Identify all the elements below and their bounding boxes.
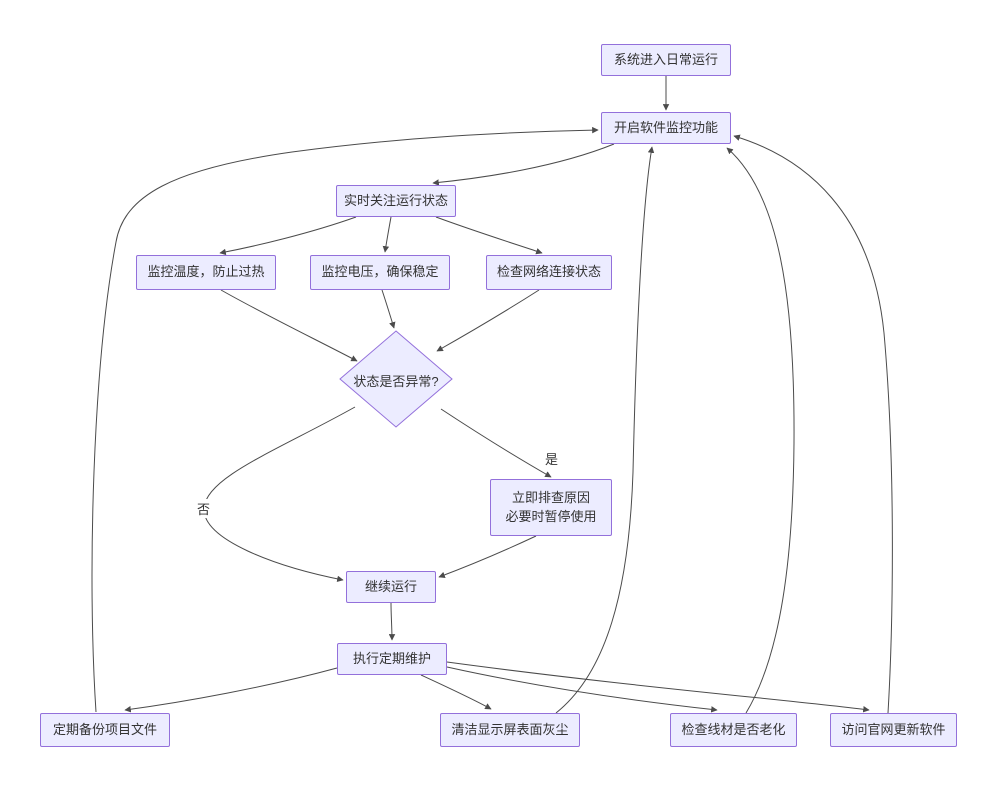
node-check-cables: 检查线材是否老化 (670, 713, 797, 747)
node-update-software: 访问官网更新软件 (830, 713, 957, 747)
node-label: 系统进入日常运行 (613, 51, 718, 67)
edge-h-i (438, 535, 537, 578)
edge-f-g (436, 289, 540, 352)
node-label: 实时关注运行状态 (343, 192, 448, 208)
node-backup-files: 定期备份项目文件 (40, 713, 170, 747)
edge-g-h (440, 408, 552, 478)
node-clean-screen: 清洁显示屏表面灰尘 (440, 713, 580, 747)
edge-j-k (124, 667, 338, 713)
node-investigate-cause: 立即排查原因 必要时暂停使用 (490, 479, 612, 536)
edge-label-no: 否 (194, 499, 214, 518)
edge-l-b (555, 146, 655, 714)
node-label: 监控温度，防止过热 (147, 264, 265, 280)
edge-m-b (726, 147, 795, 714)
node-watch-status: 实时关注运行状态 (336, 185, 456, 217)
edge-c-f (435, 216, 543, 255)
edge-label-yes: 是 (542, 449, 562, 468)
edge-j-m (446, 666, 718, 713)
node-monitor-voltage: 监控电压，确保稳定 (310, 255, 450, 290)
edge-n-b (733, 134, 893, 714)
node-label: 立即排查原因 必要时暂停使用 (505, 489, 597, 524)
node-label: 检查线材是否老化 (681, 721, 786, 737)
edge-c-e (382, 216, 392, 253)
edge-e-g (381, 289, 396, 329)
node-label: 检查网络连接状态 (496, 264, 601, 280)
node-label: 定期备份项目文件 (52, 721, 157, 737)
node-label: 开启软件监控功能 (613, 119, 718, 135)
node-label: 继续运行 (364, 578, 417, 594)
edge-g-i (203, 406, 356, 583)
node-label: 监控电压，确保稳定 (321, 264, 439, 280)
node-continue-running: 继续运行 (346, 571, 436, 603)
node-label: 访问官网更新软件 (841, 721, 946, 737)
node-periodic-maintenance: 执行定期维护 (337, 643, 447, 675)
edge-d-g (220, 289, 358, 362)
edge-k-b (91, 126, 599, 713)
node-monitor-temperature: 监控温度，防止过热 (136, 255, 276, 290)
edge-j-l (420, 674, 492, 710)
edge-j-n (446, 661, 870, 713)
node-system-daily-run: 系统进入日常运行 (601, 44, 731, 76)
node-check-network: 检查网络连接状态 (486, 255, 612, 290)
node-label: 执行定期维护 (352, 650, 431, 666)
node-label: 清洁显示屏表面灰尘 (451, 721, 569, 737)
edge-b-c (432, 143, 615, 186)
edge-i-j (388, 602, 396, 641)
edge-c-d (219, 216, 357, 256)
decision-diamond-shape (339, 330, 453, 428)
node-enable-monitoring: 开启软件监控功能 (601, 112, 731, 144)
